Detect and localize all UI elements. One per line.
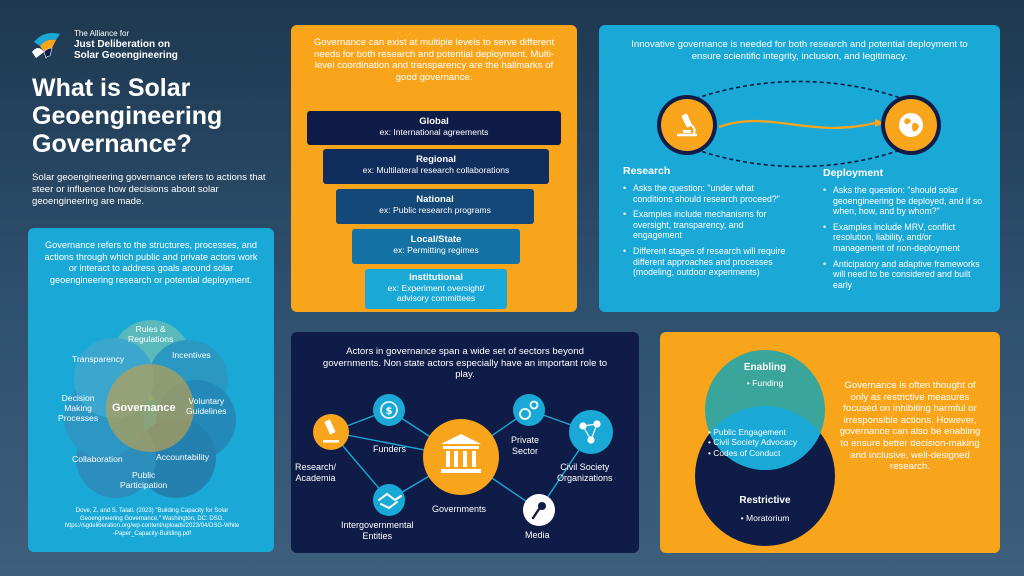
- research-bullet: Examples include mechanisms for oversigh…: [623, 209, 787, 241]
- venn-rules-label: Rules &Regulations: [128, 324, 174, 344]
- governance-definition-text: Governance refers to the structures, pro…: [44, 240, 258, 285]
- governance-venn-diagram: [64, 320, 236, 498]
- globe-icon: [899, 113, 923, 137]
- org-line1: The Alliance for: [74, 29, 130, 38]
- title-line1: What is Solar: [32, 74, 191, 102]
- research-heading: Research: [623, 165, 671, 177]
- title-line3: Governance?: [32, 130, 192, 158]
- restrictive-label: Restrictive: [739, 495, 791, 506]
- deployment-bullets: Asks the question: "should solar geoengi…: [823, 185, 983, 295]
- governments-label: Governments: [432, 504, 487, 514]
- level-institutional: Institutional ex: Experiment oversight/ …: [365, 269, 507, 309]
- funders-node: [373, 394, 405, 426]
- svg-text:$: $: [386, 406, 393, 417]
- intergovernmental-node: [373, 484, 405, 516]
- overlap-list: • Public Engagement • Civil Society Advo…: [708, 427, 798, 458]
- overlap-item: Civil Society Advocacy: [713, 437, 798, 448]
- money-icon: $: [380, 401, 398, 419]
- civil-society-node: [569, 410, 613, 454]
- overlap-region: [705, 406, 825, 470]
- research-label: Research/Academia: [295, 462, 337, 483]
- governance-definition-card: Governance refers to the structures, pro…: [28, 228, 274, 552]
- innovative-intro-text: Innovative governance is needed for both…: [631, 39, 968, 62]
- overlap-item: Codes of Conduct: [713, 447, 781, 458]
- page-title: What is Solar Geoengineering Governance?: [32, 74, 272, 158]
- governments-node: [423, 419, 499, 495]
- venn-center-circle: [106, 364, 194, 452]
- research-bullet: Asks the question: "under what condition…: [623, 183, 787, 204]
- microscope-icon: [323, 419, 339, 443]
- org-line2: Just Deliberation on: [74, 39, 171, 50]
- venn-collaboration-label: Collaboration: [72, 454, 123, 464]
- level-regional: Regional ex: Multilateral research colla…: [323, 149, 549, 184]
- org-line3: Solar Geoengineering: [74, 50, 178, 61]
- org-name: The Alliance for Just Deliberation on So…: [74, 29, 178, 61]
- gears-icon: [519, 400, 539, 420]
- microscope-icon: [676, 113, 698, 137]
- building-icon: [441, 434, 481, 473]
- deployment-bullet: Asks the question: "should solar geoengi…: [823, 185, 983, 217]
- overlap-item: Public Engagement: [713, 427, 786, 437]
- citation-text: Dove, Z. and S. Talati. (2023) "Building…: [64, 508, 240, 537]
- enabling-restrictive-venn: [695, 350, 835, 546]
- level-local-state: Local/State ex: Permitting regimes: [352, 229, 520, 264]
- alliance-logo-icon: [32, 33, 60, 59]
- microphone-icon: [531, 502, 546, 520]
- actors-card: Actors in governance span a wide set of …: [291, 332, 639, 553]
- deployment-heading: Deployment: [823, 167, 884, 179]
- venn-transparency-label: Transparency: [72, 354, 125, 364]
- enabling-restrictive-card: Enabling • Funding • Public Engagement •…: [660, 332, 1000, 553]
- funding-label: • Funding: [746, 378, 784, 388]
- funders-label: Funders: [373, 444, 407, 454]
- enabling-label: Enabling: [743, 362, 787, 373]
- title-line2: Geoengineering: [32, 102, 223, 130]
- venn-center-label: Governance: [112, 402, 176, 414]
- actors-network: $: [313, 394, 613, 526]
- levels-intro-text: Governance can exist at multiple levels …: [313, 37, 555, 83]
- media-label: Media: [525, 530, 550, 540]
- governance-levels-card: Governance can exist at multiple levels …: [291, 25, 577, 312]
- network-icon: [579, 420, 601, 444]
- enabling-description-text: Governance is often thought of only as r…: [839, 380, 981, 473]
- venn-accountability-label: Accountability: [156, 452, 210, 462]
- handshake-icon: [378, 492, 402, 510]
- research-bullet: Different stages of research will requir…: [623, 246, 787, 278]
- moratorium-label: • Moratorium: [740, 513, 790, 523]
- actors-intro-text: Actors in governance span a wide set of …: [322, 346, 608, 381]
- deployment-bullet: Anticipatory and adaptive frameworks wil…: [823, 259, 983, 291]
- level-national: National ex: Public research programs: [336, 189, 534, 224]
- innovative-governance-card: Innovative governance is needed for both…: [599, 25, 1000, 312]
- venn-incentives-label: Incentives: [172, 350, 211, 360]
- research-bullets: Asks the question: "under what condition…: [623, 183, 787, 283]
- deployment-bullet: Examples include MRV, conflict resolutio…: [823, 222, 983, 254]
- intro-text: Solar geoengineering governance refers t…: [32, 172, 266, 207]
- level-global: Global ex: International agreements: [307, 111, 561, 145]
